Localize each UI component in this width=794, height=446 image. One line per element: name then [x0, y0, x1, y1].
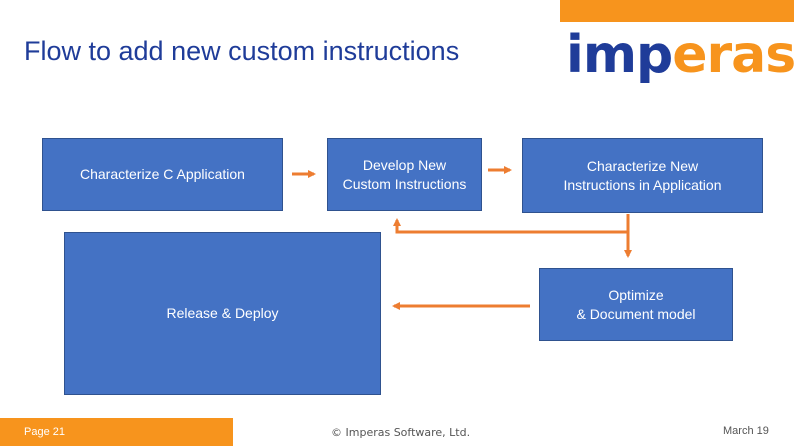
box-release-label: Release & Deploy — [166, 305, 279, 321]
top-accent-bar — [560, 0, 794, 22]
page-number: Page 21 — [24, 426, 65, 438]
logo-text-blue: imp — [566, 25, 673, 85]
box-release-deploy: Release & Deploy — [64, 232, 381, 395]
footer-accent-bar — [0, 418, 233, 446]
box-develop-new-custom-instructions: Develop New Custom Instructions — [327, 138, 482, 211]
box-characterize-c-label: Characterize C Application — [80, 166, 245, 182]
box-develop-new-label: Develop New Custom Instructions — [342, 156, 467, 192]
imperas-logo: imperas — [566, 25, 794, 85]
box-characterize-new-instructions: Characterize New Instructions in Applica… — [522, 138, 763, 213]
arrow-loop-back-to-develop — [393, 214, 630, 234]
slide-date: March 19 — [723, 425, 769, 437]
box-optimize-label: Optimize & Document model — [576, 286, 696, 322]
copyright-notice: © Imperas Software, Ltd. — [331, 426, 471, 439]
logo-text-orange: eras — [672, 25, 794, 85]
box-optimize-document-model: Optimize & Document model — [539, 268, 733, 341]
slide-title: Flow to add new custom instructions — [24, 36, 460, 66]
box-characterize-c-application: Characterize C Application — [42, 138, 283, 211]
box-characterize-new-label: Characterize New Instructions in Applica… — [563, 157, 722, 193]
